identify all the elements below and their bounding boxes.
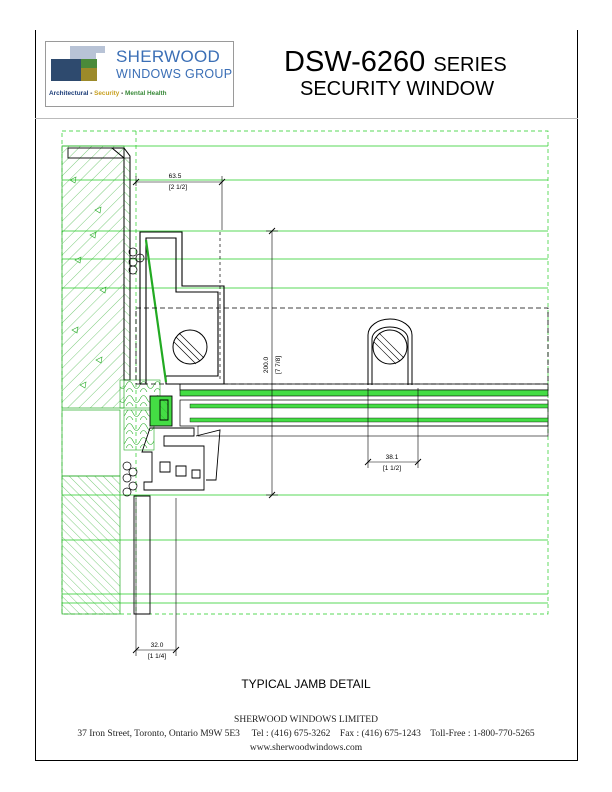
footer-contact-line: 37 Iron Street, Toronto, Ontario M9W 5E3… — [0, 729, 612, 739]
footer-tel: Tel : (416) 675-3262 — [251, 729, 331, 739]
dim-32-fraction: [1 1/4] — [148, 653, 166, 660]
logo-block-small — [96, 46, 105, 53]
footer-address: 37 Iron Street, Toronto, Ontario M9W 5E3 — [77, 729, 240, 739]
dim-38-value: 38.1 — [386, 454, 399, 461]
sash-extrusion — [133, 395, 221, 615]
dim-63-value: 63.5 — [169, 173, 182, 180]
dimension-text: 63.5 [2 1/2] 200.0 [7 7/8] 38.1 [1 1/2] … — [148, 173, 401, 660]
sheet-border-left — [35, 30, 36, 760]
dim-200-fraction: [7 7/8] — [275, 356, 282, 374]
logo-subname: WINDOWS GROUP — [116, 67, 233, 81]
security-bars — [172, 318, 413, 385]
construction-lines — [61, 130, 549, 615]
footer-fax: Fax : (416) 675-1243 — [339, 729, 421, 739]
footer-website[interactable]: www.sherwoodwindows.com — [249, 743, 363, 753]
series-label: SERIES — [433, 54, 507, 76]
logo-name: SHERWOOD — [116, 47, 221, 66]
dim-32-value: 32.0 — [151, 642, 164, 649]
footer-company: SHERWOOD WINDOWS LIMITED — [234, 715, 378, 725]
logo-block-navy — [51, 59, 81, 81]
drawing-caption: TYPICAL JAMB DETAIL — [241, 677, 371, 691]
tag-sep: - — [119, 90, 126, 97]
backer-rods — [122, 247, 145, 497]
glazing-unit — [179, 383, 549, 437]
company-logo: SHERWOOD WINDOWS GROUP Architectural - S… — [45, 41, 234, 107]
wall-section — [61, 145, 161, 615]
logo-tagline: Architectural - Security - Mental Health — [49, 90, 167, 97]
logo-block-olive — [81, 68, 97, 81]
tag-sep: - — [88, 90, 95, 97]
logo-block-green — [81, 59, 97, 68]
model-title: DSW-6260 SERIES — [284, 46, 507, 79]
title-rule — [35, 118, 578, 119]
dim-63-fraction: [2 1/2] — [169, 184, 187, 191]
model-number: DSW-6260 — [284, 46, 426, 78]
steel-frame — [135, 231, 549, 385]
tag-architectural: Architectural — [49, 90, 89, 97]
footer-tollfree: Toll-Free : 1-800-770-5265 — [430, 729, 535, 739]
subtitle: SECURITY WINDOW — [300, 78, 495, 100]
dimension-lines — [132, 176, 422, 656]
sheet-border-right — [577, 30, 578, 760]
tag-mental-health: Mental Health — [125, 90, 167, 97]
dim-38-fraction: [1 1/2] — [383, 465, 401, 472]
sheet-border-bottom — [35, 760, 578, 761]
dim-200-value: 200.0 — [263, 356, 270, 373]
logo-block-light — [70, 46, 96, 59]
tag-security: Security — [94, 90, 120, 97]
